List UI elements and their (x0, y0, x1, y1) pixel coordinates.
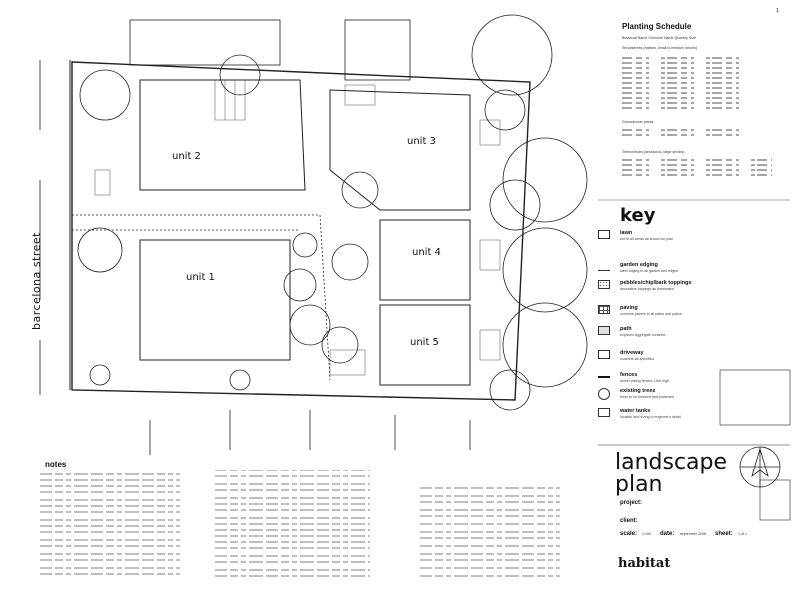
schedule-section: Shrubs/trees (natives, small to medium s… (622, 46, 698, 50)
fences-swatch (598, 372, 610, 378)
title-line-1: landscape (615, 450, 728, 475)
paving-grids (94, 79, 501, 376)
neighbour-lot-top (129, 19, 281, 66)
path-swatch (598, 326, 610, 335)
unit-3-label: unit 3 (407, 136, 436, 147)
unit-4-label: unit 4 (412, 247, 441, 258)
notes-text-lines (40, 470, 560, 577)
unit-1-label: unit 1 (186, 272, 215, 283)
unit-4-footprint (379, 219, 471, 301)
schedule-rows (622, 57, 772, 176)
paving-swatch (598, 305, 610, 314)
scale-label: scale: (620, 531, 638, 537)
unit-2-label: unit 2 (172, 151, 201, 162)
date-label: date: (660, 531, 675, 537)
site-boundary (71, 61, 531, 401)
client-label: client: (620, 518, 638, 524)
date-value: september 2008 (680, 532, 706, 536)
page-marker: 1 (776, 8, 779, 14)
scale-value: 1:100 (642, 532, 651, 536)
firm-name: habitat (618, 556, 671, 571)
title-line-2: plan (615, 472, 663, 497)
planting-schedule-title: Planting Schedule (622, 22, 692, 31)
tree-swatch (598, 388, 610, 400)
project-label: project: (620, 500, 643, 506)
unit-5-label: unit 5 (410, 337, 439, 348)
neighbour-lots-bottom (149, 410, 471, 455)
unit-1-footprint (139, 239, 291, 361)
sheet-label: sheet: (715, 531, 733, 537)
driveway-swatch (598, 350, 610, 359)
toppings-swatch (598, 280, 610, 289)
schedule-header: Botanical Name Common Name Quantity Size (622, 36, 696, 40)
trees (77, 14, 588, 411)
unit-2-footprint (139, 79, 306, 191)
notes-title: notes (45, 460, 67, 469)
edging-swatch (598, 262, 610, 271)
approval-stamp (719, 369, 791, 426)
street-name-label: barcelona street (30, 232, 43, 330)
schedule-section: Trees/shrubs (deciduous, large shrubs) (622, 150, 685, 154)
unit-3-footprint (329, 89, 471, 211)
water-tank-swatch (598, 408, 610, 417)
lawn-swatch (598, 230, 610, 239)
sheet-value: 1 of 1 (738, 532, 747, 536)
unit-5-footprint (379, 304, 471, 386)
schedule-section: Groundcover plants (622, 120, 654, 124)
key-title: key (620, 205, 656, 226)
